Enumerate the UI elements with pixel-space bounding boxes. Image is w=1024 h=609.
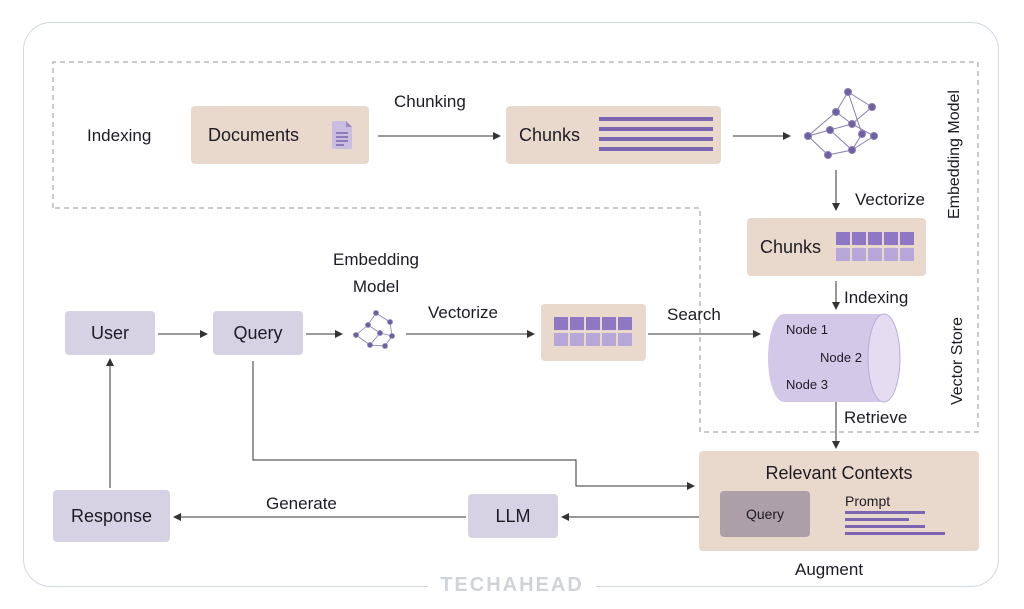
llm-node: LLM bbox=[468, 494, 558, 538]
embedding-graph-icon bbox=[353, 310, 395, 349]
vector-grid-icon bbox=[553, 316, 632, 346]
indexing-down-label: Indexing bbox=[844, 288, 909, 307]
database-cylinder-icon bbox=[768, 313, 901, 403]
brand-logo: TECHAHEAD bbox=[0, 574, 1024, 597]
user-node: User bbox=[65, 311, 155, 355]
vector-node-2: Node 2 bbox=[820, 350, 862, 365]
query-vector-node bbox=[541, 304, 646, 361]
indexing-label: Indexing bbox=[87, 126, 152, 145]
prompt-lines-icon bbox=[845, 511, 945, 535]
vectorize-mid-label: Vectorize bbox=[428, 303, 498, 322]
chunks-node: Chunks bbox=[506, 106, 721, 164]
search-label: Search bbox=[667, 305, 721, 324]
network-graph-icon bbox=[804, 88, 878, 159]
chunking-label: Chunking bbox=[394, 92, 466, 111]
vector-node-1: Node 1 bbox=[786, 322, 828, 337]
relevant-contexts-node: Relevant Contexts Query Prompt bbox=[699, 451, 979, 551]
vector-node-3: Node 3 bbox=[786, 377, 828, 392]
query-node: Query bbox=[213, 311, 303, 355]
inner-query-label: Query bbox=[745, 506, 785, 522]
embedding-model-label-line2: Model bbox=[352, 277, 400, 296]
documents-node: Documents bbox=[191, 106, 369, 164]
llm-label: LLM bbox=[495, 505, 531, 526]
vector-grid-icon bbox=[836, 232, 914, 261]
chunks-label: Chunks bbox=[519, 124, 581, 145]
relevant-contexts-label: Relevant Contexts bbox=[765, 463, 913, 483]
indexing-region-border bbox=[52, 61, 979, 433]
embedding-model-vertical-label: Embedding Model bbox=[946, 90, 963, 219]
chunks-vector-label: Chunks bbox=[760, 236, 822, 257]
documents-label: Documents bbox=[208, 124, 300, 145]
retrieve-label: Retrieve bbox=[844, 408, 908, 427]
response-node: Response bbox=[53, 490, 170, 542]
embedding-model-label-line1: Embedding bbox=[332, 250, 419, 269]
query-label: Query bbox=[233, 322, 283, 343]
inner-query-box: Query bbox=[720, 491, 810, 537]
document-icon bbox=[332, 121, 352, 149]
chunks-vector-node: Chunks bbox=[747, 218, 926, 276]
chunk-lines-icon bbox=[599, 117, 713, 151]
vectorize-top-label: Vectorize bbox=[855, 190, 925, 209]
brand-text: TECHAHEAD bbox=[428, 574, 596, 596]
user-label: User bbox=[90, 322, 129, 343]
generate-label: Generate bbox=[266, 494, 337, 513]
vector-store-vertical-label: Vector Store bbox=[949, 316, 966, 406]
edge-query-to-context bbox=[252, 361, 695, 490]
augment-label: Augment bbox=[795, 560, 864, 579]
prompt-label: Prompt bbox=[845, 493, 891, 509]
response-label: Response bbox=[70, 505, 153, 526]
